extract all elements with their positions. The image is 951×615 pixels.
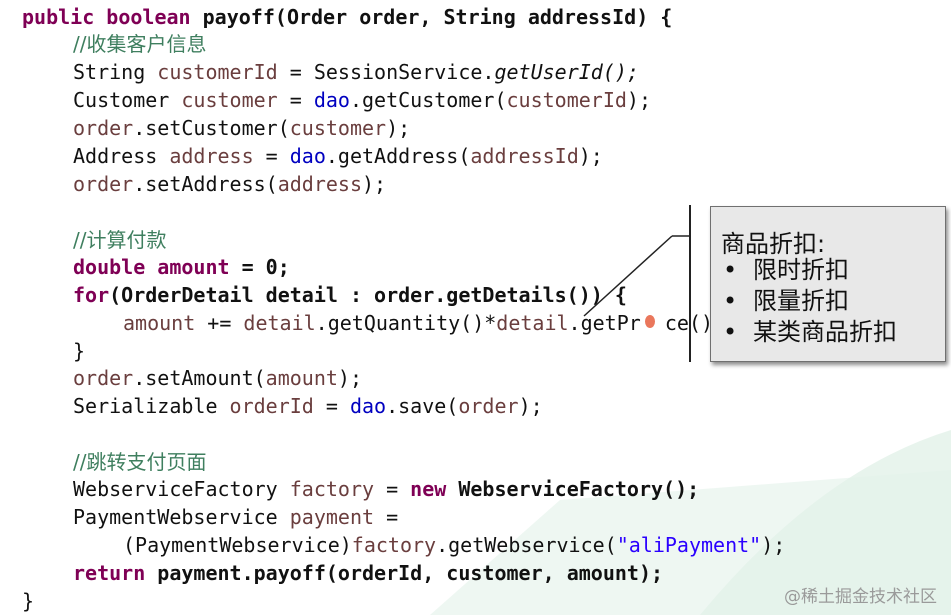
code-line: }: [22, 589, 35, 613]
watermark: @稀土掘金技术社区: [784, 587, 937, 607]
discount-callout: 商品折扣: 限时折扣 限量折扣 某类商品折扣: [710, 206, 946, 362]
code-line: Serializable orderId = dao.save(order);: [73, 394, 543, 418]
list-item: 某类商品折扣: [711, 317, 897, 348]
code-line: order.setAddress(address);: [73, 172, 387, 196]
code-line: Customer customer = dao.getCustomer(cust…: [73, 88, 652, 112]
code-line: amount += detail.getQuantity()*detail.ge…: [123, 311, 726, 335]
comment-collect-customer: //收集客户信息: [73, 32, 207, 56]
code-line: WebserviceFactory factory = new Webservi…: [73, 477, 700, 501]
comment-jump-to-payment: //跳转支付页面: [73, 450, 207, 474]
cursor-highlight: [645, 315, 655, 328]
list-item: 限量折扣: [711, 286, 897, 317]
code-line: order.setCustomer(customer);: [73, 116, 411, 140]
callout-title: 商品折扣:: [721, 230, 826, 258]
code-line: (PaymentWebservice)factory.getWebservice…: [123, 533, 786, 557]
method-signature: public boolean payoff(Order order, Strin…: [22, 5, 673, 29]
code-line: double amount = 0;: [73, 255, 290, 279]
code-line: for(OrderDetail detail : order.getDetail…: [73, 283, 627, 307]
code-line: PaymentWebservice payment =: [73, 505, 399, 529]
comment-calculate-payment: //计算付款: [73, 228, 167, 252]
code-line: return payment.payoff(orderId, customer,…: [73, 561, 664, 585]
code-line: order.setAmount(amount);: [73, 366, 363, 390]
code-line: }: [73, 339, 86, 363]
code-line: String customerId = SessionService.getUs…: [73, 60, 639, 84]
list-item: 限时折扣: [711, 255, 897, 286]
code-line: Address address = dao.getAddress(address…: [73, 144, 603, 168]
discount-list: 限时折扣 限量折扣 某类商品折扣: [711, 255, 897, 348]
